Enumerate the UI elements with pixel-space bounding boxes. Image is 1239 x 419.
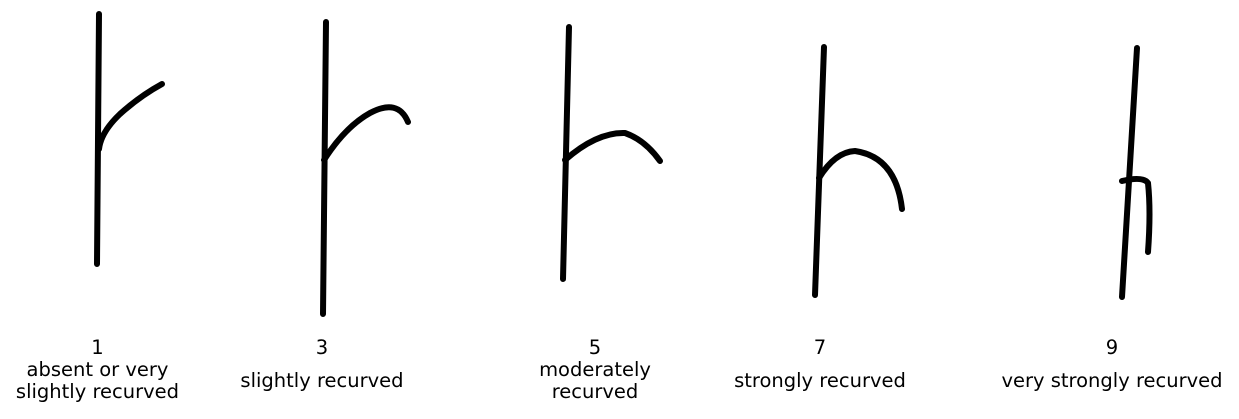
glyph-5-stem [563,27,569,279]
label-score-3: 3 slightly recurved [222,337,422,392]
glyph-9-stem [1122,48,1137,297]
glyph-score-7 [815,47,902,295]
glyph-3-stem [323,22,326,314]
score-description: absent or very slightly recurved [0,359,195,403]
glyph-score-9 [1122,48,1150,297]
score-value: 3 [222,337,422,359]
glyph-score-5 [563,27,660,279]
glyph-7-branch [819,151,902,209]
label-score-7: 7 strongly recurved [710,337,930,392]
label-score-1: 1 absent or very slightly recurved [0,337,195,403]
score-value: 7 [710,337,930,359]
glyph-3-branch [324,107,408,160]
glyph-score-3 [323,22,408,314]
score-value: 1 [0,337,195,359]
score-description: slightly recurved [222,370,422,392]
score-description: strongly recurved [710,370,930,392]
label-score-9: 9 very strongly recurved [985,337,1239,392]
glyph-5-branch [565,133,660,161]
score-value: 5 [500,337,690,359]
glyph-1-branch [99,84,162,149]
score-value: 9 [985,337,1239,359]
label-score-5: 5 moderately recurved [500,337,690,403]
score-description: very strongly recurved [985,370,1239,392]
score-description: moderately recurved [500,359,690,403]
glyph-score-1 [97,14,162,264]
